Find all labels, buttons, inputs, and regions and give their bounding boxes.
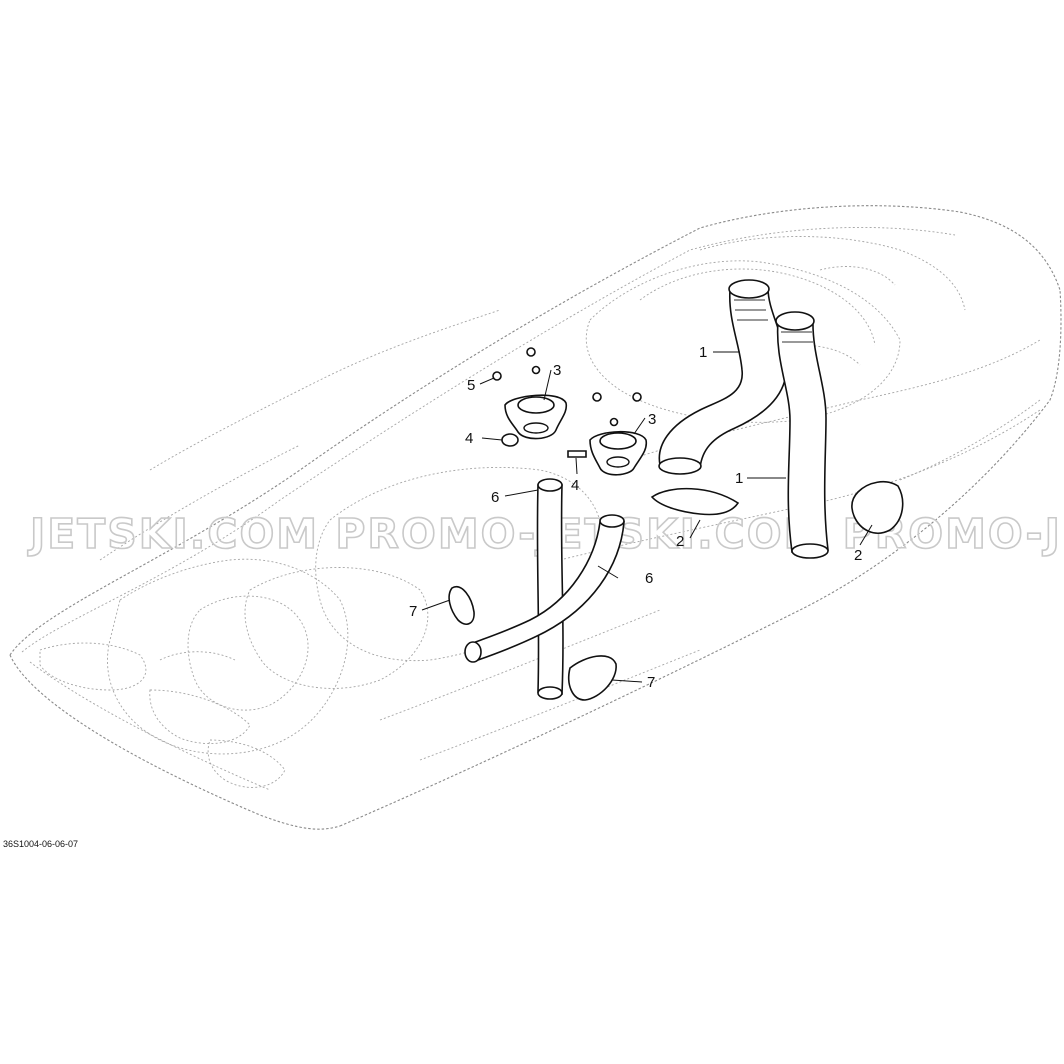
callout-2-gasket-right: 2 <box>854 547 862 564</box>
part-5-screws <box>492 347 642 427</box>
part-6-hose-curved <box>464 514 625 663</box>
callout-6-hose-vertical: 6 <box>491 489 499 506</box>
callout-5-screws: 5 <box>467 377 475 394</box>
part-3-vent-flange-right <box>589 430 648 476</box>
part-1-duct-right <box>775 311 829 559</box>
part-7-clamp-right <box>568 655 617 701</box>
part-1-duct-left <box>658 279 788 475</box>
callout-2-gasket-center: 2 <box>676 533 684 550</box>
callout-3-flange-right: 3 <box>648 411 656 428</box>
callout-4-plug-left: 4 <box>465 430 473 447</box>
callout-7-clamp-left: 7 <box>409 603 417 620</box>
part-4-plug-left <box>501 433 519 447</box>
part-2-gasket-center <box>650 487 740 516</box>
callout-1-duct-left: 1 <box>699 344 707 361</box>
callout-6-hose-curved: 6 <box>645 570 653 587</box>
callout-4-plug-right: 4 <box>571 477 579 494</box>
callout-3-flange-left: 3 <box>553 362 561 379</box>
leader-lines <box>421 351 873 683</box>
part-6-hose-vertical <box>536 478 564 700</box>
diagram-reference-code: 36S1004-06-06-07 <box>3 839 78 849</box>
part-3-vent-flange-left <box>504 394 568 440</box>
callout-labels: 1 1 2 2 3 3 4 4 5 6 6 7 7 <box>409 344 862 691</box>
part-4-plug-right <box>567 450 587 458</box>
callout-7-clamp-right: 7 <box>647 674 655 691</box>
part-7-clamp-left <box>448 585 475 625</box>
callout-1-duct-right: 1 <box>735 470 743 487</box>
part-2-gasket-right <box>851 480 904 534</box>
